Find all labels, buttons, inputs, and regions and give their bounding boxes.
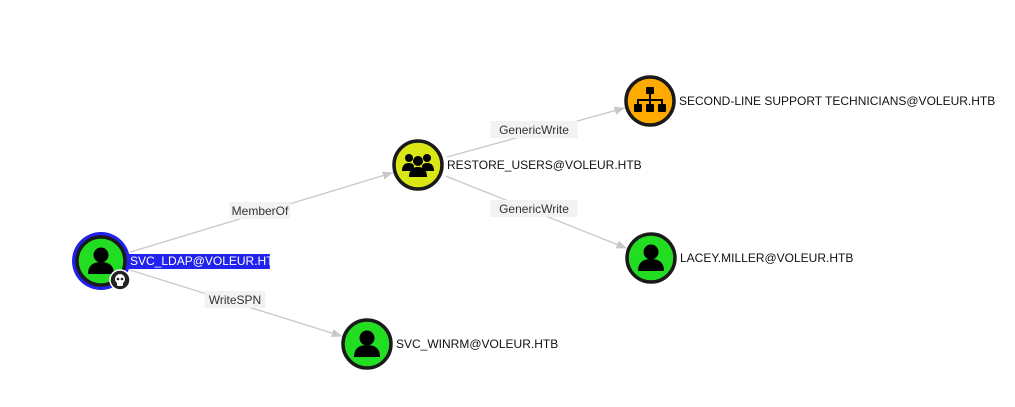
edge-label-background (229, 202, 291, 219)
node-label-highlight (128, 254, 270, 269)
node-lacey-miller[interactable]: LACEY.MILLER@VOLEUR.HTB (625, 232, 853, 284)
node-second-line[interactable]: SECOND-LINE SUPPORT TECHNICIANS@VOLEUR.H… (624, 75, 995, 127)
edge-genericwrite[interactable]: GenericWrite (445, 175, 628, 249)
edge-memberof[interactable]: MemberOf (129, 171, 394, 253)
edge-label-background (490, 121, 578, 138)
edge-label[interactable]: GenericWrite (499, 123, 569, 137)
edge-writespn[interactable]: WriteSPN (129, 269, 343, 338)
edge-label-background (490, 200, 578, 217)
skull-icon (115, 274, 125, 286)
node-label[interactable]: LACEY.MILLER@VOLEUR.HTB (680, 251, 853, 265)
edge-label-background (204, 291, 266, 308)
organization-icon (634, 87, 666, 112)
edge-label[interactable]: WriteSPN (209, 293, 261, 307)
group-icon (402, 154, 434, 177)
node-svc-winrm[interactable]: SVC_WINRM@VOLEUR.HTB (341, 318, 558, 370)
edge-genericwrite[interactable]: GenericWrite (446, 106, 626, 158)
user-icon (638, 244, 664, 271)
node-label[interactable]: SVC_WINRM@VOLEUR.HTB (396, 337, 558, 351)
node-label[interactable]: RESTORE_USERS@VOLEUR.HTB (447, 158, 642, 172)
user-icon (354, 330, 380, 357)
edge-label[interactable]: GenericWrite (499, 202, 569, 216)
node-svc-ldap[interactable]: SVC_LDAP@VOLEUR.HTB (72, 232, 282, 291)
node-label[interactable]: SVC_LDAP@VOLEUR.HTB (130, 254, 282, 268)
edge-label[interactable]: MemberOf (232, 204, 289, 218)
node-label[interactable]: SECOND-LINE SUPPORT TECHNICIANS@VOLEUR.H… (679, 94, 995, 108)
user-icon (88, 247, 114, 274)
node-restore-users[interactable]: RESTORE_USERS@VOLEUR.HTB (392, 139, 642, 191)
